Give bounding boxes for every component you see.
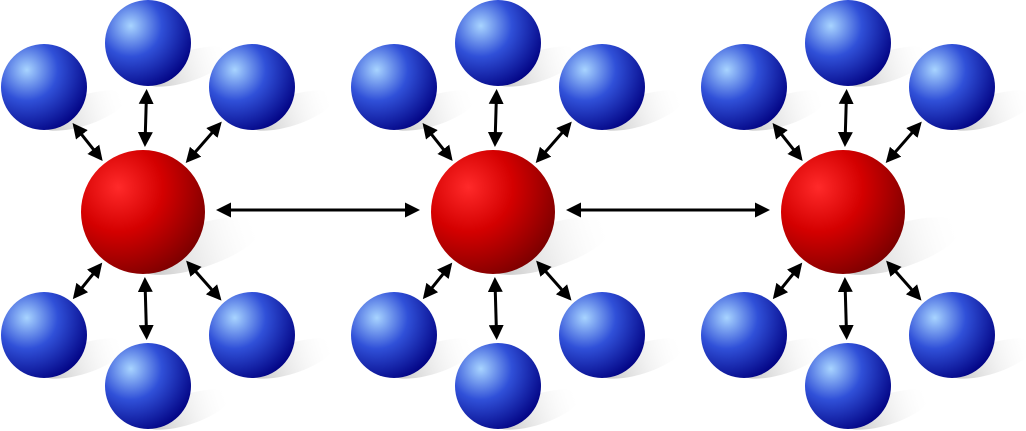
leaf-node-upper-right	[209, 44, 295, 130]
leaf-node-lower-right	[559, 292, 645, 378]
leaf-node-bottom	[455, 343, 541, 429]
leaf-node-upper-left	[701, 44, 787, 130]
leaf-node-bottom	[805, 343, 891, 429]
bidirectional-arrow	[72, 123, 103, 162]
bidirectional-arrow	[72, 262, 103, 300]
bidirectional-arrow	[837, 88, 854, 148]
bidirectional-arrow	[535, 121, 572, 164]
bidirectional-arrow	[837, 276, 854, 341]
hub-2-node	[431, 150, 555, 274]
bidirectional-arrow	[772, 262, 803, 300]
leaf-node-top	[105, 0, 191, 86]
bidirectional-arrow	[137, 276, 154, 341]
leaf-node-lower-left	[351, 292, 437, 378]
bidirectional-arrow	[422, 123, 453, 162]
bidirectional-arrow	[185, 121, 222, 164]
leaf-node-upper-left	[1, 44, 87, 130]
leaf-node-upper-right	[559, 44, 645, 130]
bidirectional-arrow	[487, 276, 504, 341]
leaf-node-upper-right	[909, 44, 995, 130]
bidirectional-arrow	[536, 260, 572, 301]
bidirectional-arrow	[885, 121, 922, 164]
leaf-node-lower-right	[209, 292, 295, 378]
bidirectional-arrow	[886, 260, 922, 301]
bidirectional-arrow	[422, 262, 453, 300]
leaf-node-top	[805, 0, 891, 86]
leaf-node-upper-left	[351, 44, 437, 130]
leaf-node-bottom	[105, 343, 191, 429]
hub-1-node	[81, 150, 205, 274]
leaf-node-lower-left	[701, 292, 787, 378]
leaf-node-lower-right	[909, 292, 995, 378]
hub-3-node	[781, 150, 905, 274]
bidirectional-arrow	[137, 88, 154, 148]
bidirectional-arrow	[487, 88, 504, 148]
leaf-node-lower-left	[1, 292, 87, 378]
bidirectional-arrow	[186, 260, 222, 301]
bidirectional-arrow	[772, 123, 803, 162]
leaf-node-top	[455, 0, 541, 86]
